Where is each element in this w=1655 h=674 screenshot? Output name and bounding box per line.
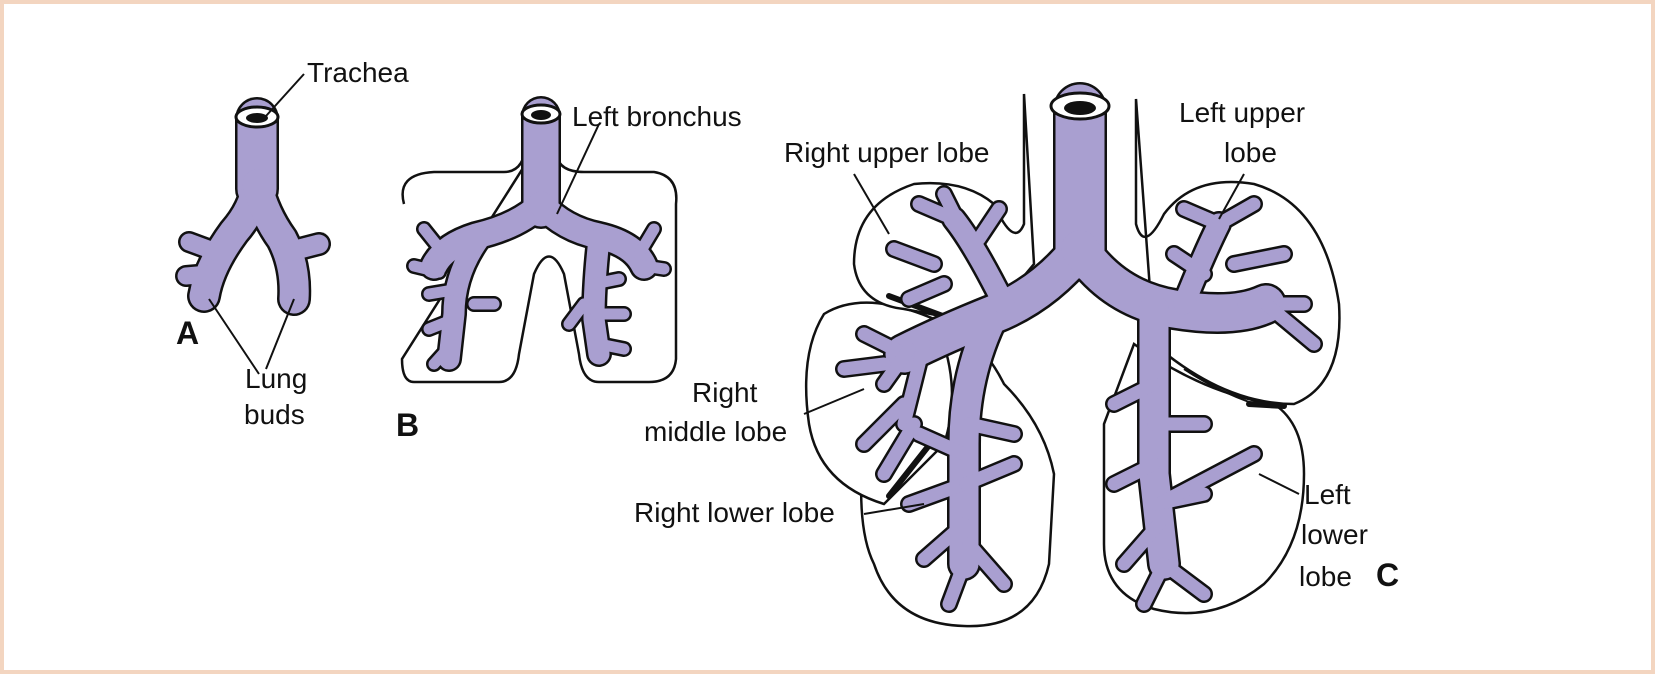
label-left-bronchus: Left bronchus [572,101,742,132]
airway-branch [563,298,590,330]
label-trachea: Trachea [307,57,409,88]
label-left-lower-lobe: lobe [1299,561,1352,592]
airway-branch [1061,230,1285,332]
airway-branch [877,417,921,481]
fissure [1246,401,1287,409]
label-left-lower-lobe: Left [1304,479,1351,510]
airway-branch [278,234,329,262]
airway-branch [1167,247,1211,281]
airway-branch [1212,197,1261,231]
airway-branch [937,187,966,231]
label-right-lower-lobe: Right lower lobe [634,497,835,528]
airway-branch [1227,247,1291,271]
airway-branch [962,537,1011,591]
label-left-upper-lobe: lobe [1224,137,1277,168]
airway-branch [972,202,1006,246]
airway-branch [1107,457,1161,491]
airway-branch [1117,517,1166,571]
airway-branch [633,223,660,260]
airway-branch [942,557,971,611]
airway-branch [638,260,670,275]
panel-label-c: C [1376,557,1399,593]
airway-branch [887,242,941,271]
airway-branch [959,457,1021,491]
airway-branch [438,228,490,370]
airway-branch [423,313,460,335]
airway-branch [837,357,891,376]
airway-branch [418,223,450,260]
panel-c-airway [835,82,1323,613]
label-lung-buds: buds [244,399,305,430]
airway-branch [177,265,218,285]
airway-branch [1173,213,1230,315]
airway-branch [897,337,931,431]
fissure [886,436,937,499]
airway-branch [962,417,1021,441]
panel-b-airway [406,96,672,372]
label-lung-buds: Lung [245,363,307,394]
airway-trees [175,82,1323,613]
airway-branch [180,233,225,261]
airway-branch [857,327,911,361]
panel-label-b: B [396,407,419,443]
airway-branch [1107,377,1161,411]
airway-branch [1137,557,1171,611]
label-left-upper-lobe: Left upper [1179,97,1305,128]
label-right-middle-lobe: middle lobe [644,416,787,447]
airway-branch [588,273,625,290]
label-right-middle-lobe: Right [692,377,758,408]
airway-branch [912,427,971,461]
airway-branch [902,477,971,511]
airway-branch [857,397,911,451]
airway-branch [1157,557,1211,601]
airway-branch [583,228,610,365]
airway-branch [902,277,951,306]
airway-branch [1152,447,1261,511]
airway-branch [423,283,465,300]
airway-branch [593,338,630,355]
label-right-upper-lobe: Right upper lobe [784,137,989,168]
panel-a-airway [175,97,331,316]
airway-branch [428,338,458,370]
leader-lines [208,73,1300,515]
panel-label-a: A [176,315,199,351]
airway-branch [1259,297,1321,351]
label-left-lower-lobe: lower [1301,519,1368,550]
lung-development-diagram: Trachea Lung buds A Left bronchus B Righ… [175,57,1399,628]
airway-branch [408,260,445,278]
airway-branch [877,342,916,391]
airway-branch [917,517,971,566]
trachea-openings [234,91,1111,129]
airway-branch [949,299,1009,579]
airway-branch [242,169,309,314]
